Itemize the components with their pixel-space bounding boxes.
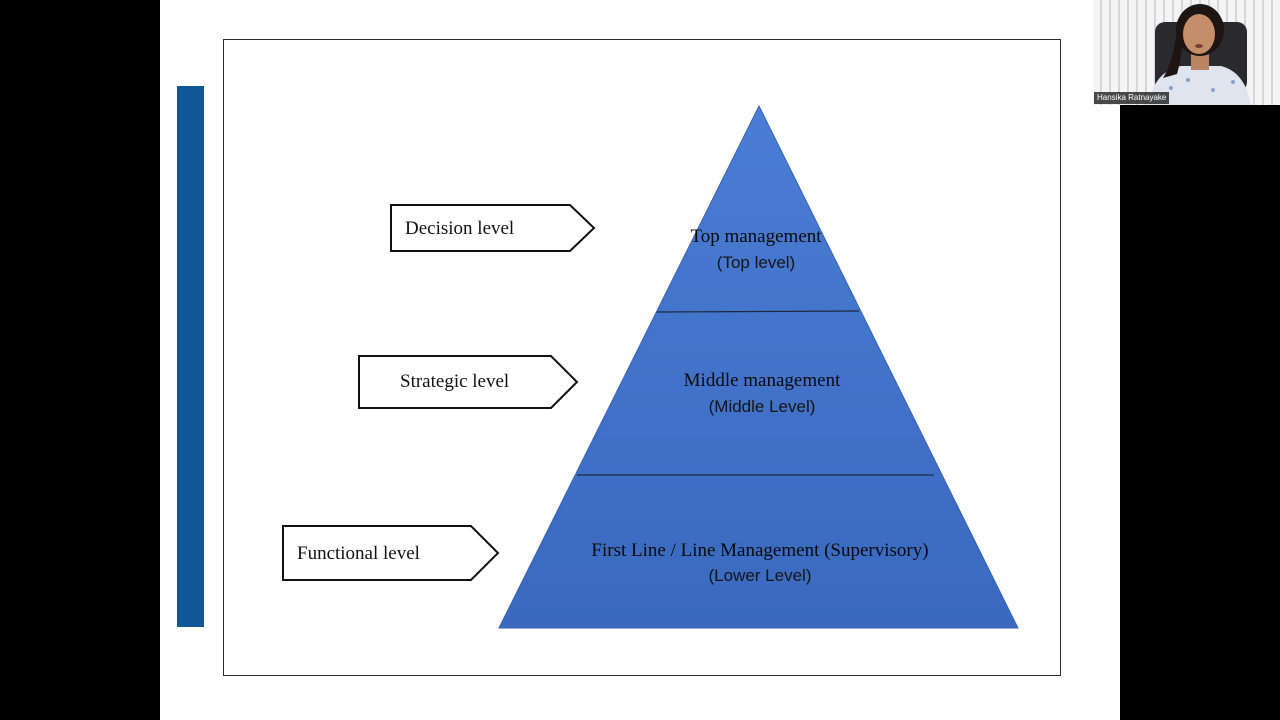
participant-name-tag: Hansika Ratnayake (1094, 92, 1170, 104)
participant-avatar (1149, 4, 1251, 105)
tier-subtitle-middle: (Middle Level) (708, 397, 816, 416)
tier-title-middle: Middle management (683, 370, 841, 391)
right-black-strip (1120, 105, 1280, 720)
participant-video-tile[interactable] (1093, 0, 1280, 105)
tier-title-lower: First Line / Line Management (Supervisor… (591, 540, 929, 561)
arrow-box-functional (282, 525, 500, 581)
tier-subtitle-lower: (Lower Level) (708, 566, 812, 585)
tier-divider-top (656, 310, 860, 313)
tier-title-top: Top management (690, 226, 822, 247)
arrow-label-strategic: Strategic level (400, 371, 510, 392)
pyramid-shape (498, 104, 1019, 629)
accent-bar (177, 86, 204, 627)
arrow-box-strategic (358, 355, 579, 409)
arrow-label-decision: Decision level (405, 218, 515, 239)
arrow-box-decision (390, 204, 596, 252)
tier-subtitle-top: (Top level) (716, 253, 796, 272)
arrow-label-functional: Functional level (297, 543, 420, 564)
